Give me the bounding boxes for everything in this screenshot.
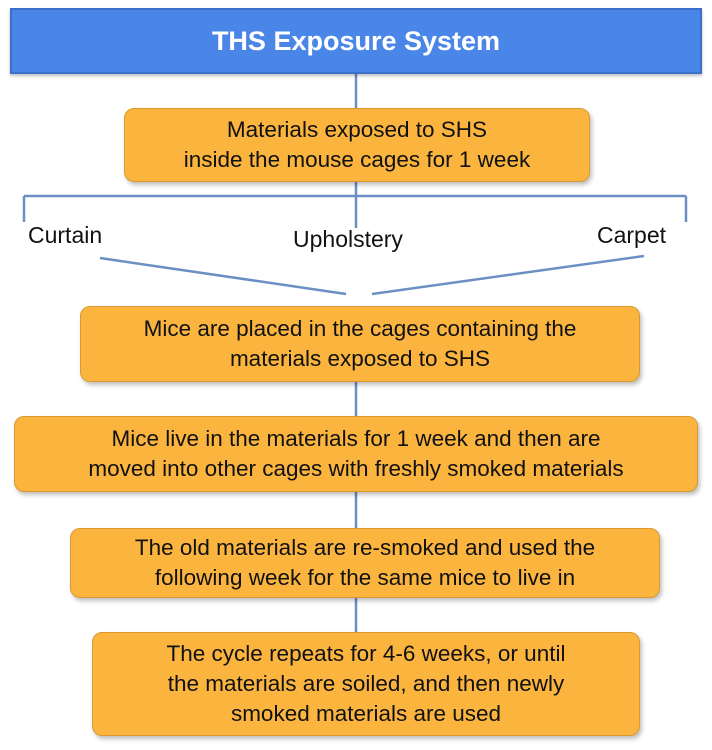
material-label-upholstery: Upholstery xyxy=(293,226,403,252)
step-line: Mice are placed in the cages containing … xyxy=(143,316,577,341)
diagram-title-text: THS Exposure System xyxy=(211,25,501,56)
step-line: The cycle repeats for 4-6 weeks, or unti… xyxy=(166,641,566,666)
step-line: Mice live in the materials for 1 week an… xyxy=(111,426,601,451)
step-line: moved into other cages with freshly smok… xyxy=(88,456,624,481)
step-materials-exposed: Materials exposed to SHS inside the mous… xyxy=(124,108,590,182)
step-line: the materials are soiled, and then newly xyxy=(167,671,565,696)
step-mice-live: Mice live in the materials for 1 week an… xyxy=(14,416,698,492)
step-line: inside the mouse cages for 1 week xyxy=(183,147,531,172)
material-label-curtain: Curtain xyxy=(28,222,103,248)
step-re-smoked: The old materials are re-smoked and used… xyxy=(70,528,660,598)
step-line: Materials exposed to SHS xyxy=(226,117,488,142)
material-label-carpet: Carpet xyxy=(597,222,667,248)
step-line: materials exposed to SHS xyxy=(229,346,491,371)
step-mice-placed: Mice are placed in the cages containing … xyxy=(80,306,640,382)
diagram-title: THS Exposure System xyxy=(10,8,702,74)
step-line: following week for the same mice to live… xyxy=(154,565,576,590)
connector-curtain-to-merge xyxy=(99,256,347,296)
step-line: The old materials are re-smoked and used… xyxy=(134,535,596,560)
connector-carpet-to-merge xyxy=(371,254,645,296)
step-line: smoked materials are used xyxy=(230,701,502,726)
step-cycle-repeats: The cycle repeats for 4-6 weeks, or unti… xyxy=(92,632,640,736)
